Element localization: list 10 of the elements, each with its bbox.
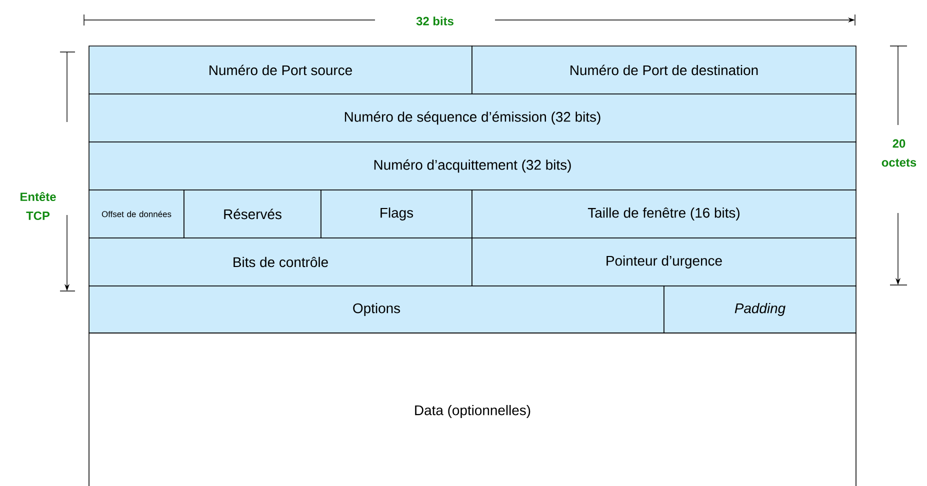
dimension-label: 20 octets <box>882 139 916 167</box>
field-cell: Réservés <box>184 190 322 238</box>
field-cell: Flags <box>320 190 472 238</box>
field-cell: Padding <box>664 286 856 334</box>
field-cell: Numéro de Port de destination <box>472 46 856 94</box>
field-cell: Numéro de Port source <box>88 46 472 94</box>
dimension-label: 32 bits <box>416 16 454 26</box>
field-cell: Offset de données <box>88 190 184 238</box>
data-box: Data (optionnelles) <box>88 332 856 486</box>
dimension-label: Entête TCP <box>20 192 56 220</box>
